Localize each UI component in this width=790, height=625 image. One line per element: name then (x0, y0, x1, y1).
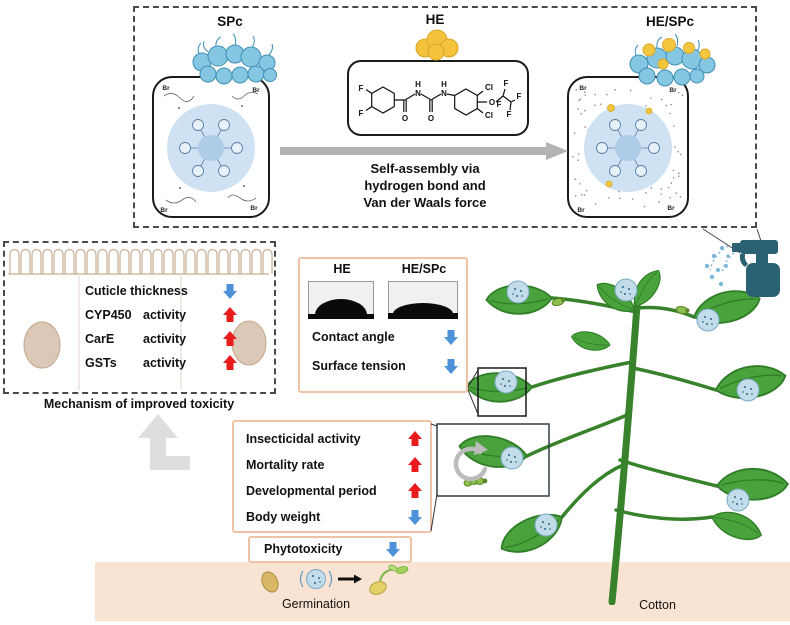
br-atom-label: Br (250, 205, 258, 212)
assembly-caption: Self-assembly via hydrogen bond and Van … (330, 160, 520, 211)
wetting-row: Contact angle (312, 329, 458, 345)
br-atom-label: Br (162, 85, 170, 92)
atom-label: F (359, 109, 364, 118)
wetting-row: Surface tension (312, 358, 458, 374)
up-arrow-icon (222, 331, 237, 347)
br-atom-label: Br (160, 207, 168, 214)
contact-photo-he (308, 281, 374, 319)
bioactivity-row-label: Insecticidal activity (246, 432, 361, 446)
up-arrow-icon (407, 431, 422, 447)
hespc-structure-box: Br Br Br Br (567, 76, 689, 218)
down-arrow-icon (443, 358, 458, 374)
mechanism-row-label: CarE (85, 332, 115, 346)
mechanism-row: CYP450 activity (85, 307, 237, 323)
assembly-line: Van der Waals force (363, 195, 487, 210)
hespc-micelle-icon (629, 33, 716, 87)
atom-label: H (441, 80, 447, 89)
mechanism-row-suffix: activity (143, 308, 187, 322)
bioactivity-row-label: Developmental period (246, 484, 377, 498)
down-arrow-icon (407, 509, 422, 525)
atom-label: O (489, 98, 495, 107)
mechanism-row: GSTs activity (85, 355, 237, 371)
he-icon (415, 29, 459, 61)
assembly-line: Self-assembly via (370, 161, 480, 176)
down-arrow-icon (443, 329, 458, 345)
atom-label: O (402, 114, 408, 123)
spc-label: SPc (217, 14, 243, 29)
atom-label: H (415, 80, 421, 89)
up-arrow-icon (222, 355, 237, 371)
midgut-illustration (8, 248, 273, 390)
up-arrow-icon (222, 307, 237, 323)
wetting-row-label: Surface tension (312, 359, 406, 373)
spray-bottle-icon (702, 228, 780, 297)
contact-he-label: HE (333, 262, 351, 276)
atom-label: O (428, 114, 434, 123)
br-atom-label: Br (669, 87, 677, 94)
atom-label: Cl (485, 111, 493, 120)
soil-background (95, 562, 790, 621)
germination-illustration (261, 564, 409, 595)
down-arrow-icon (385, 541, 400, 557)
assembly-line: hydrogen bond and (364, 178, 486, 193)
wetting-row-label: Contact angle (312, 330, 395, 344)
atom-label: F (507, 110, 512, 119)
contact-photo-hespc (388, 281, 458, 319)
germination-label: Germination (281, 597, 351, 611)
br-atom-label: Br (577, 207, 585, 214)
atom-label: F (497, 100, 502, 109)
mechanism-row-suffix: activity (143, 332, 187, 346)
spc-structure-box: Br Br Br Br (152, 76, 270, 218)
phytotoxicity-panel: Phytotoxicity (248, 536, 412, 563)
atom-label: F (504, 79, 509, 88)
hespc-label: HE/SPc (645, 14, 695, 29)
synthesis-panel: Br Br Br Br (133, 6, 757, 228)
atom-label: N (441, 89, 447, 98)
spc-micelle-icon (192, 33, 277, 85)
up-arrow-icon (407, 457, 422, 473)
bioactivity-row-label: Body weight (246, 510, 321, 524)
reaction-arrow-icon (280, 142, 568, 160)
chemical-structure-box: F F O H N O H N Cl Cl O F F F F (347, 60, 529, 136)
atom-label: Cl (485, 83, 493, 92)
mechanism-caption: Mechanism of improved toxicity (43, 397, 235, 411)
atom-label: F (517, 92, 522, 101)
br-atom-label: Br (252, 87, 260, 94)
bioactivity-row: Mortality rate (246, 457, 422, 473)
elbow-arrow-icon (138, 414, 190, 470)
cotton-label: Cotton (639, 598, 676, 612)
br-atom-label: Br (579, 85, 587, 92)
bioactivity-row: Developmental period (246, 483, 422, 499)
mechanism-row-suffix: activity (143, 356, 187, 370)
up-arrow-icon (407, 483, 422, 499)
mechanism-row: Cuticle thickness (85, 283, 237, 299)
mechanism-panel: Cuticle thickness CYP450 activity CarE act… (3, 241, 276, 394)
rotation-arrow-icon (453, 441, 488, 482)
down-arrow-icon (222, 283, 237, 299)
phytotoxicity-label: Phytotoxicity (264, 542, 343, 556)
atom-label: N (415, 89, 421, 98)
phytotoxicity-row: Phytotoxicity (264, 541, 400, 557)
he-label: HE (425, 12, 445, 27)
bioactivity-row: Body weight (246, 509, 422, 525)
hexaflumuron-structure: F F O H N O H N Cl Cl O F F F F (359, 79, 522, 123)
mechanism-row-label: GSTs (85, 356, 117, 370)
bioactivity-row-label: Mortality rate (246, 458, 325, 472)
mechanism-row-label: Cuticle thickness (85, 284, 188, 298)
atom-label: F (359, 84, 364, 93)
mechanism-row: CarE activity (85, 331, 237, 347)
wetting-panel: HE HE/SPc Contact angle Surface tension (298, 257, 468, 393)
contact-hespc-label: HE/SPc (401, 262, 447, 276)
bioactivity-panel: Insecticidal activity Mortality rate Dev… (232, 420, 432, 533)
mechanism-row-label: CYP450 (85, 308, 132, 322)
bioactivity-row: Insecticidal activity (246, 431, 422, 447)
br-atom-label: Br (667, 205, 675, 212)
